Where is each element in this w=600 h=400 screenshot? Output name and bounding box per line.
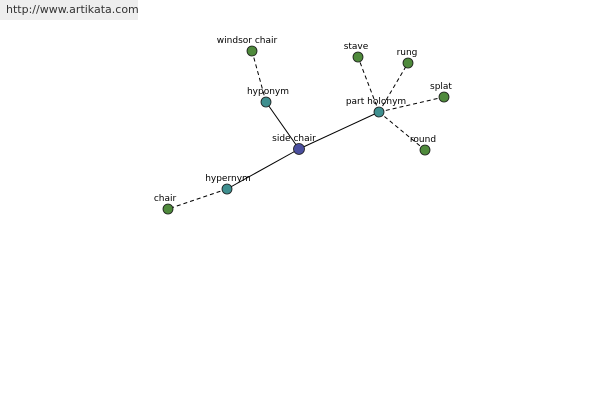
- edge-side-chair-to-part-holonym: [298, 111, 380, 150]
- node-label-chair[interactable]: chair: [154, 194, 177, 204]
- node-label-splat[interactable]: splat: [430, 82, 452, 92]
- node-rung[interactable]: rung: [397, 48, 418, 69]
- node-label-round[interactable]: round: [410, 135, 436, 145]
- node-label-side-chair[interactable]: side chair: [272, 134, 316, 144]
- node-dot-side-chair[interactable]: [293, 143, 305, 155]
- node-dot-windsor-chair[interactable]: [246, 45, 258, 57]
- edge-hyponym-to-windsor-chair: [251, 50, 267, 103]
- edge-side-chair-to-hyponym: [265, 101, 300, 150]
- node-dot-chair[interactable]: [162, 203, 174, 215]
- node-label-rung[interactable]: rung: [397, 48, 418, 58]
- node-stave[interactable]: stave: [344, 42, 369, 63]
- node-dot-hypernym[interactable]: [221, 183, 233, 195]
- node-hypernym[interactable]: hypernym: [205, 174, 251, 195]
- node-chair[interactable]: chair: [154, 194, 177, 215]
- edge-part-holonym-to-round: [378, 111, 426, 151]
- node-dot-splat[interactable]: [438, 91, 450, 103]
- node-splat[interactable]: splat: [430, 82, 452, 103]
- node-dot-stave[interactable]: [352, 51, 364, 63]
- node-part-holonym[interactable]: part holonym: [346, 97, 406, 118]
- source-link[interactable]: http://www.artikata.com: [0, 0, 139, 20]
- edge-hypernym-to-chair: [167, 188, 228, 210]
- node-label-windsor-chair[interactable]: windsor chair: [217, 36, 278, 46]
- node-dot-hyponym[interactable]: [260, 96, 272, 108]
- node-dot-round[interactable]: [419, 144, 431, 156]
- node-label-hypernym[interactable]: hypernym: [205, 174, 251, 184]
- node-round[interactable]: round: [410, 135, 436, 156]
- edge-part-holonym-to-stave: [357, 56, 380, 113]
- edge-side-chair-to-hypernym: [226, 148, 300, 190]
- node-hyponym[interactable]: hyponym: [247, 87, 289, 108]
- node-label-hyponym[interactable]: hyponym: [247, 87, 289, 97]
- node-label-stave[interactable]: stave: [344, 42, 369, 52]
- node-dot-part-holonym[interactable]: [373, 106, 385, 118]
- node-label-part-holonym[interactable]: part holonym: [346, 97, 406, 107]
- node-dot-rung[interactable]: [402, 57, 414, 69]
- node-side-chair[interactable]: side chair: [272, 134, 316, 155]
- edge-part-holonym-to-rung: [378, 62, 409, 113]
- node-windsor-chair[interactable]: windsor chair: [217, 36, 278, 57]
